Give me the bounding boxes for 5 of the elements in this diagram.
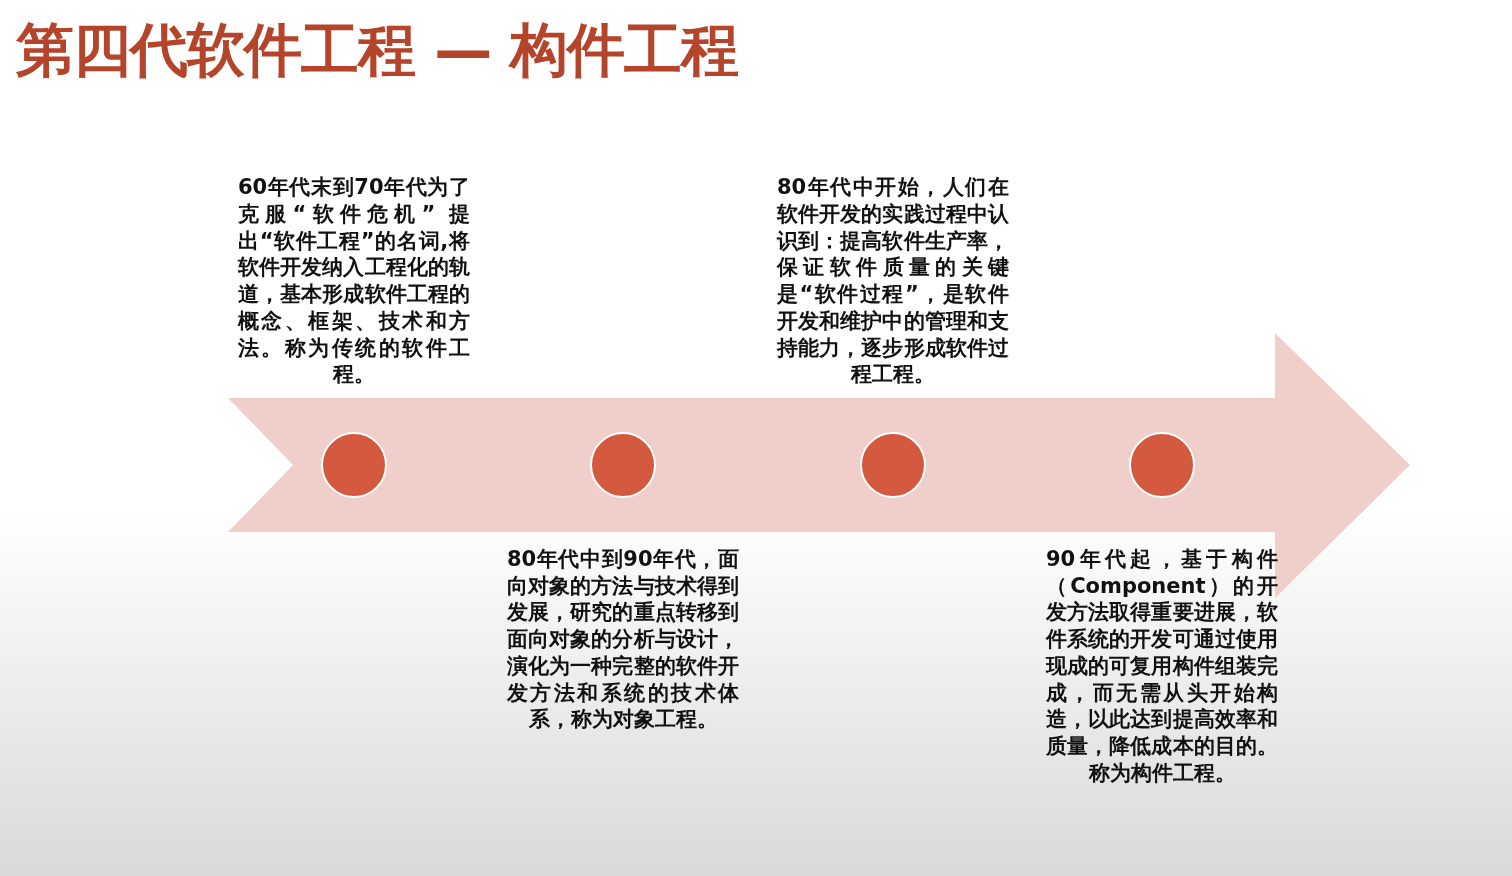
milestone-text: 80年代中到90年代，面向对象的方法与技术得到发展，研究的重点转移到面向对象的分析与设计，演化为一种完整的软件开发方法和系统的技术体系，称为对象工程。 <box>507 546 739 733</box>
title: 第四代软件工程 — 构件工程 <box>16 15 739 86</box>
milestone-text: 60年代末到70年代为了克服“软件危机” 提出“软件工程”的名词,将软件开发纳入工程化的轨道，基本形成软件工程的概念、框架、技术和方法。称为传统的软件工程。 <box>238 174 470 388</box>
milestone-text: 80年代中开始，人们在软件开发的实践过程中认识到：提高软件生产率，保证软件质量的关键是“软件过程”，是软件开发和维护中的管理和支持能力，逐步形成软件过程工程。 <box>777 174 1009 388</box>
milestone-text: 90年代起，基于构件（Component）的开发方法取得重要进展，软件系统的开发可通过使用现成的可复用构件组装完成，而无需从头开始构造，以此达到提高效率和质量，降低成本的目的。称为构件工程。 <box>1046 546 1278 787</box>
